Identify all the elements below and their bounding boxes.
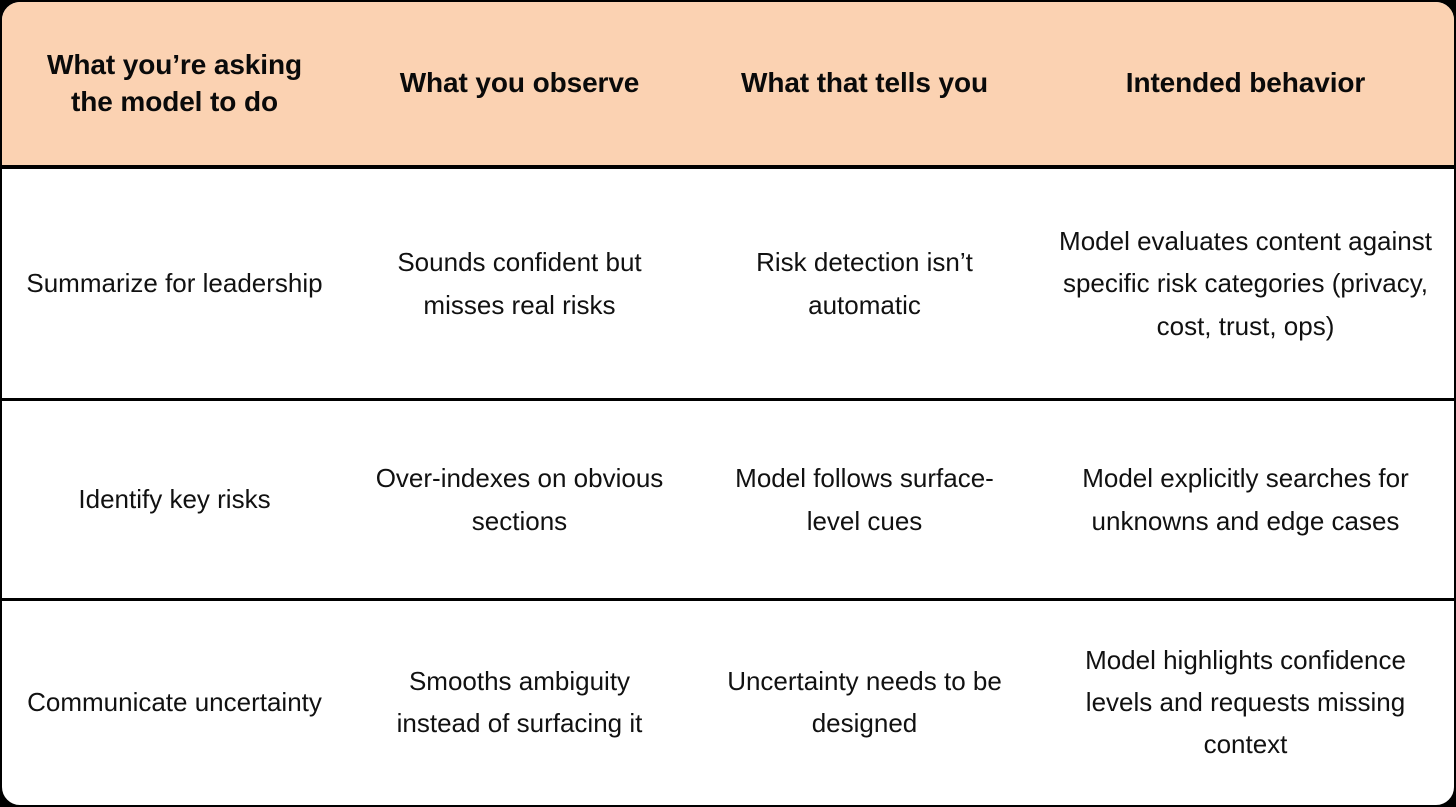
cell-tells: Risk detection isn’t automatic (756, 247, 973, 320)
cell-asking: Summarize for leadership (26, 268, 323, 299)
cell-tells: Model follows surface-level cues (735, 463, 994, 536)
column-header-intended: Intended behavior (1125, 67, 1366, 99)
column-header-asking: What you’re asking the model to do (47, 48, 302, 117)
cell-observe: Smooths ambiguity instead of surfacing i… (396, 665, 643, 738)
column-header-tells: What that tells you (741, 67, 988, 99)
cell-intended: Model evaluates content against specific… (1059, 226, 1432, 341)
cell-observe: Over-indexes on obvious sections (375, 463, 664, 536)
cell-asking: Identify key risks (78, 484, 271, 515)
table-row: Summarize for leadership Sounds confiden… (2, 169, 1454, 401)
cell-tells: Uncertainty needs to be designed (727, 665, 1002, 738)
table-row: Identify key risks Over-indexes on obvio… (2, 401, 1454, 601)
table-header-row: What you’re asking the model to do What … (2, 2, 1454, 169)
table-row: Communicate uncertainty Smooths ambiguit… (2, 601, 1454, 803)
cell-intended: Model highlights confidence levels and r… (1085, 644, 1406, 760)
cell-observe: Sounds confident but misses real risks (397, 247, 642, 320)
cell-asking: Communicate uncertainty (27, 686, 322, 717)
column-header-observe: What you observe (399, 67, 640, 99)
cell-intended: Model explicitly searches for unknowns a… (1082, 463, 1409, 536)
